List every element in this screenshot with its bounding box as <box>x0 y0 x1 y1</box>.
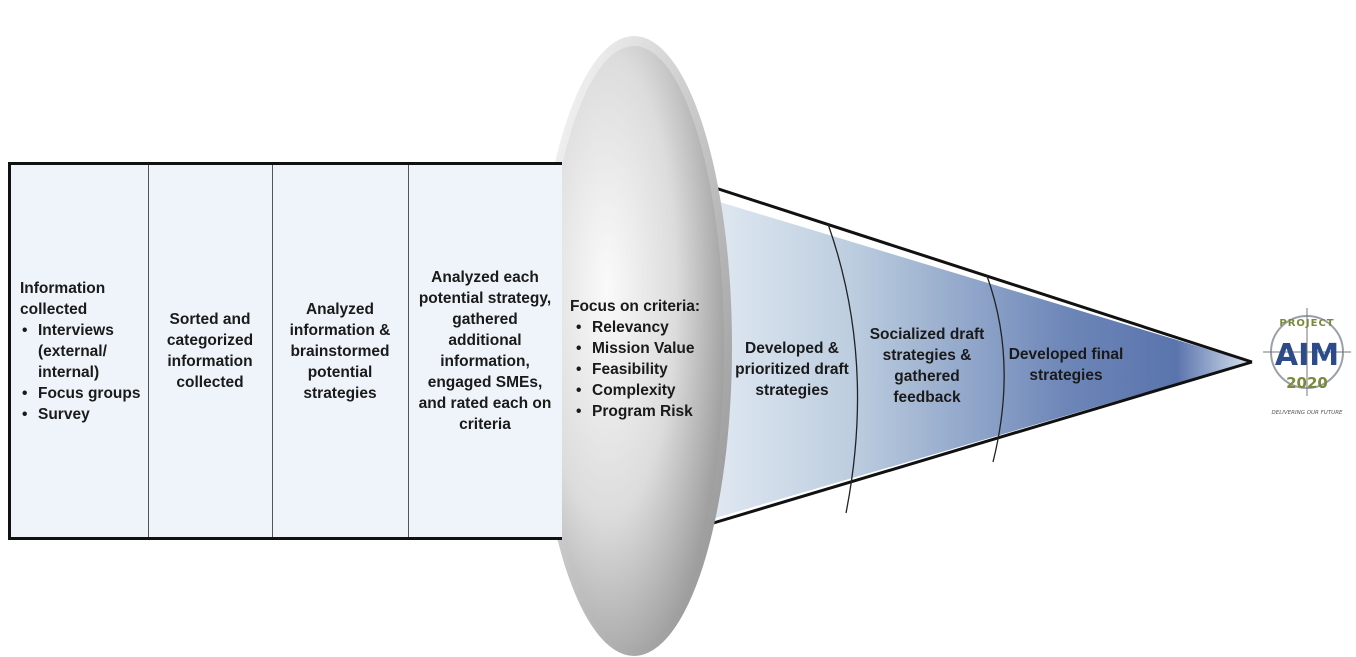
logo-top-text: PROJECT <box>1279 318 1334 329</box>
logo-year-text: 2020 <box>1286 374 1328 392</box>
box-divider <box>148 162 149 540</box>
criterion-program-risk: Program Risk <box>576 401 710 422</box>
step-collect-heading-line-1: Information <box>20 279 106 297</box>
bullet-interviews: Interviews (external/ internal) <box>22 320 148 383</box>
funnel-divider-1 <box>827 223 859 514</box>
box-divider <box>272 162 273 540</box>
funnel-bottom-edge <box>699 360 1253 529</box>
step-box-brainstorm: Analyzed information & brainstormed pote… <box>272 162 408 540</box>
bullet-focus-groups: Focus groups <box>22 383 148 404</box>
criterion-feasibility: Feasibility <box>576 359 710 380</box>
step-box-sort: Sorted and categorized information colle… <box>148 162 272 540</box>
criterion-mission-value: Mission Value <box>576 338 710 359</box>
funnel-top-edge <box>699 181 1253 364</box>
bullet-survey: Survey <box>22 404 148 425</box>
funnel-stage-draft: Developed & prioritized draft strategies <box>735 340 849 399</box>
step-analyze-text: Analyzed each potential strategy, gather… <box>418 269 552 433</box>
step-brainstorm-text: Analyzed information & brainstormed pote… <box>289 300 391 402</box>
step-collect-bullets: Interviews (external/ internal) Focus gr… <box>20 320 148 425</box>
step-collect-heading-line-2: collected <box>20 300 88 318</box>
step-box-collect: Information collected Interviews (extern… <box>8 162 148 540</box>
funnel-cone <box>640 178 1250 540</box>
logo-middle-text: AIM <box>1275 338 1339 373</box>
step-sort-text: Sorted and categorized information colle… <box>166 311 254 391</box>
box-divider <box>408 162 409 540</box>
lens-criteria: Focus on criteria: Relevancy Mission Val… <box>570 296 710 422</box>
criteria-list: Relevancy Mission Value Feasibility Comp… <box>570 317 710 422</box>
step-box-analyze: Analyzed each potential strategy, gather… <box>408 162 562 540</box>
criterion-complexity: Complexity <box>576 380 710 401</box>
step-collect-content: Information collected Interviews (extern… <box>20 278 148 425</box>
funnel-stage-feedback: Socialized draft strategies & gathered f… <box>869 326 985 406</box>
funnel-stage-final: Developed final strategies <box>1008 346 1124 384</box>
logo-tagline-text: DELIVERING OUR FUTURE <box>1272 410 1344 416</box>
project-aim-logo: PROJECT AIM 2020 DELIVERING OUR FUTURE <box>1263 308 1351 416</box>
funnel-divider-2 <box>986 275 1005 463</box>
lens-heading: Focus on criteria: <box>570 298 701 315</box>
criterion-relevancy: Relevancy <box>576 317 710 338</box>
